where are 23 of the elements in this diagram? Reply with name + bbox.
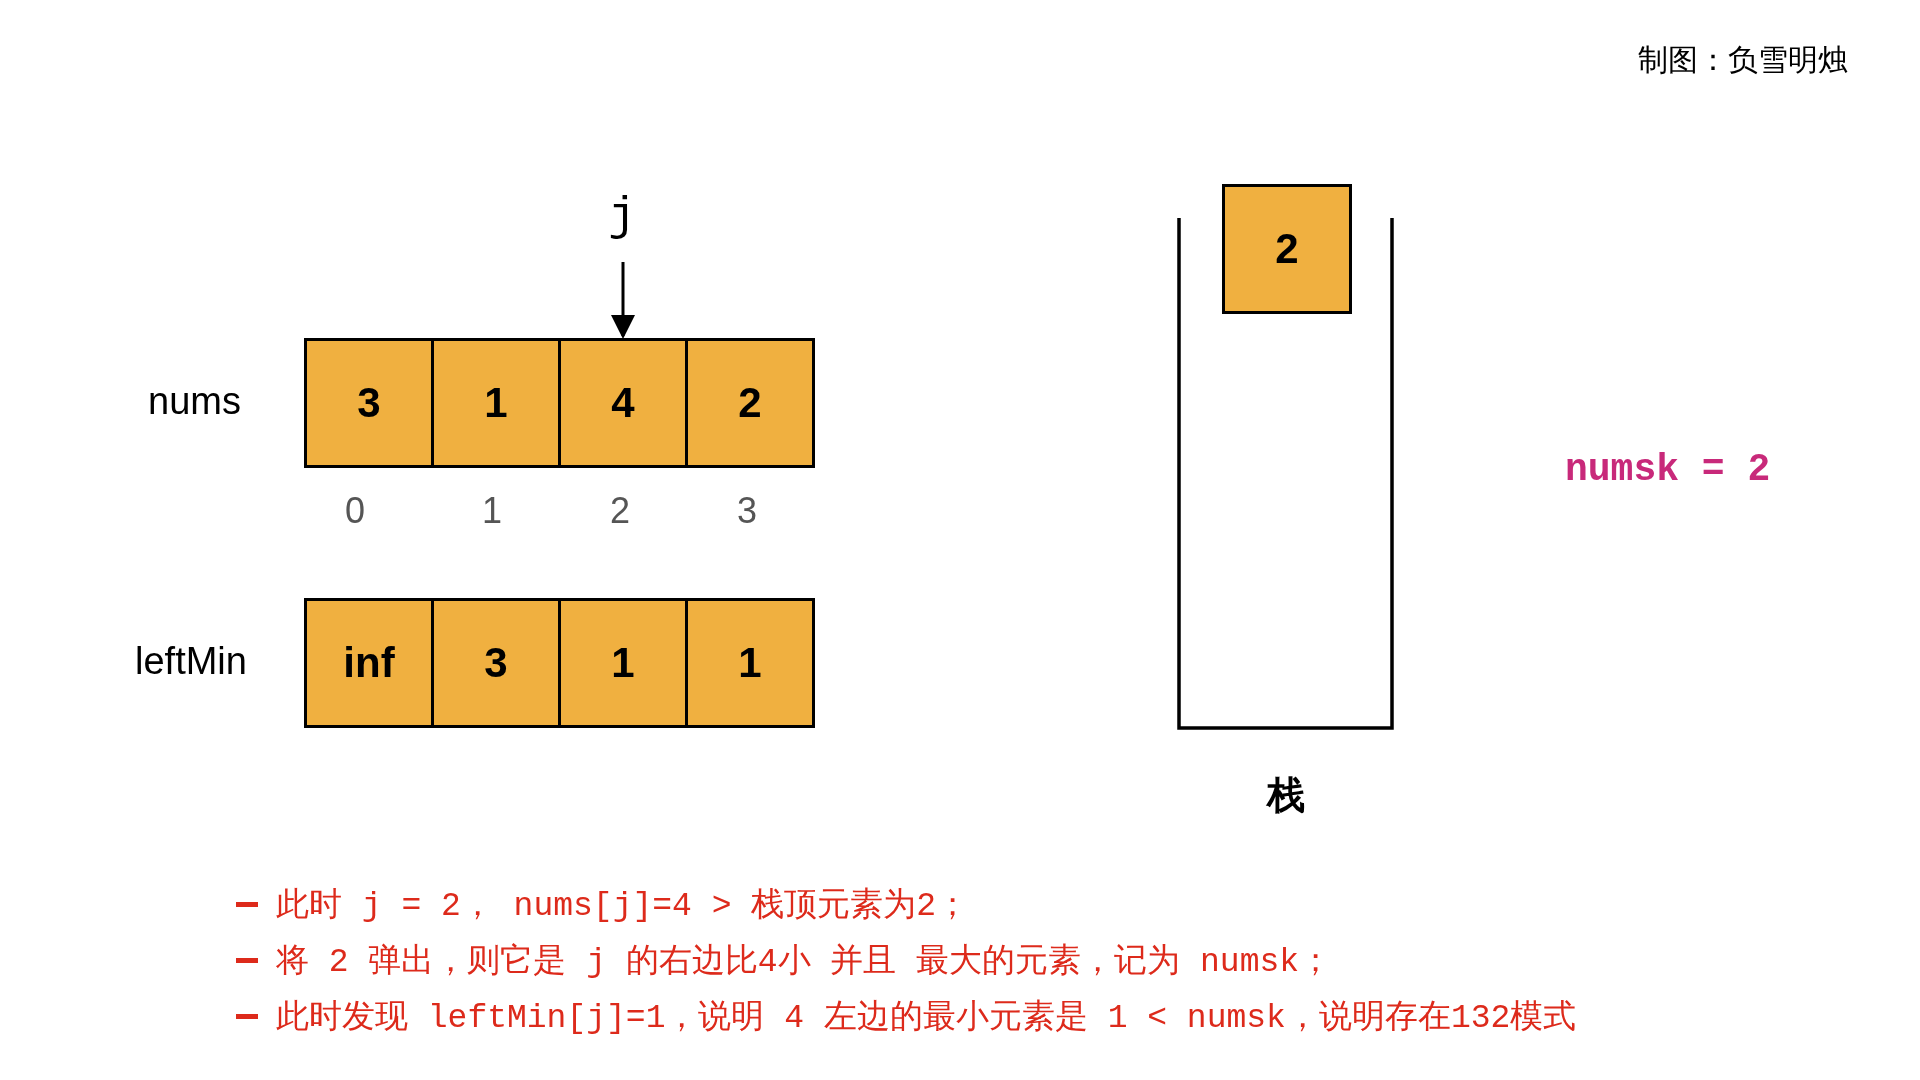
- arrow: [611, 262, 635, 339]
- explanation-note: 此时发现 leftMin[j]=1，说明 4 左边的最小元素是 1 < numsk，说明存在132模式: [276, 998, 1577, 1039]
- array-cell: 1: [558, 598, 688, 728]
- index-label: 0: [344, 490, 366, 532]
- array-cell: 1: [431, 338, 561, 468]
- index-label: 3: [736, 490, 758, 532]
- array-cell: 3: [431, 598, 561, 728]
- array-cell: inf: [304, 598, 434, 728]
- row-label: nums: [148, 380, 241, 423]
- array-cell: 3: [304, 338, 434, 468]
- array-cell: 2: [685, 338, 815, 468]
- index-label: 1: [481, 490, 503, 532]
- author-credit: 制图：负雪明烛: [1638, 42, 1848, 78]
- explanation-note: 将 2 弹出，则它是 j 的右边比4小 并且 最大的元素，记为 numsk；: [276, 942, 1333, 983]
- stack-caption: 栈: [1265, 773, 1306, 818]
- index-label: 2: [609, 490, 631, 532]
- row-label: leftMin: [135, 640, 247, 683]
- pointer-label: j: [600, 192, 644, 242]
- variable-label: numsk = 2: [1565, 448, 1771, 491]
- explanation-note: 此时 j = 2， nums[j]=4 > 栈顶元素为2；: [276, 886, 970, 927]
- array-cell: 2: [1222, 184, 1352, 314]
- array-cell: 4: [558, 338, 688, 468]
- array-cell: 1: [685, 598, 815, 728]
